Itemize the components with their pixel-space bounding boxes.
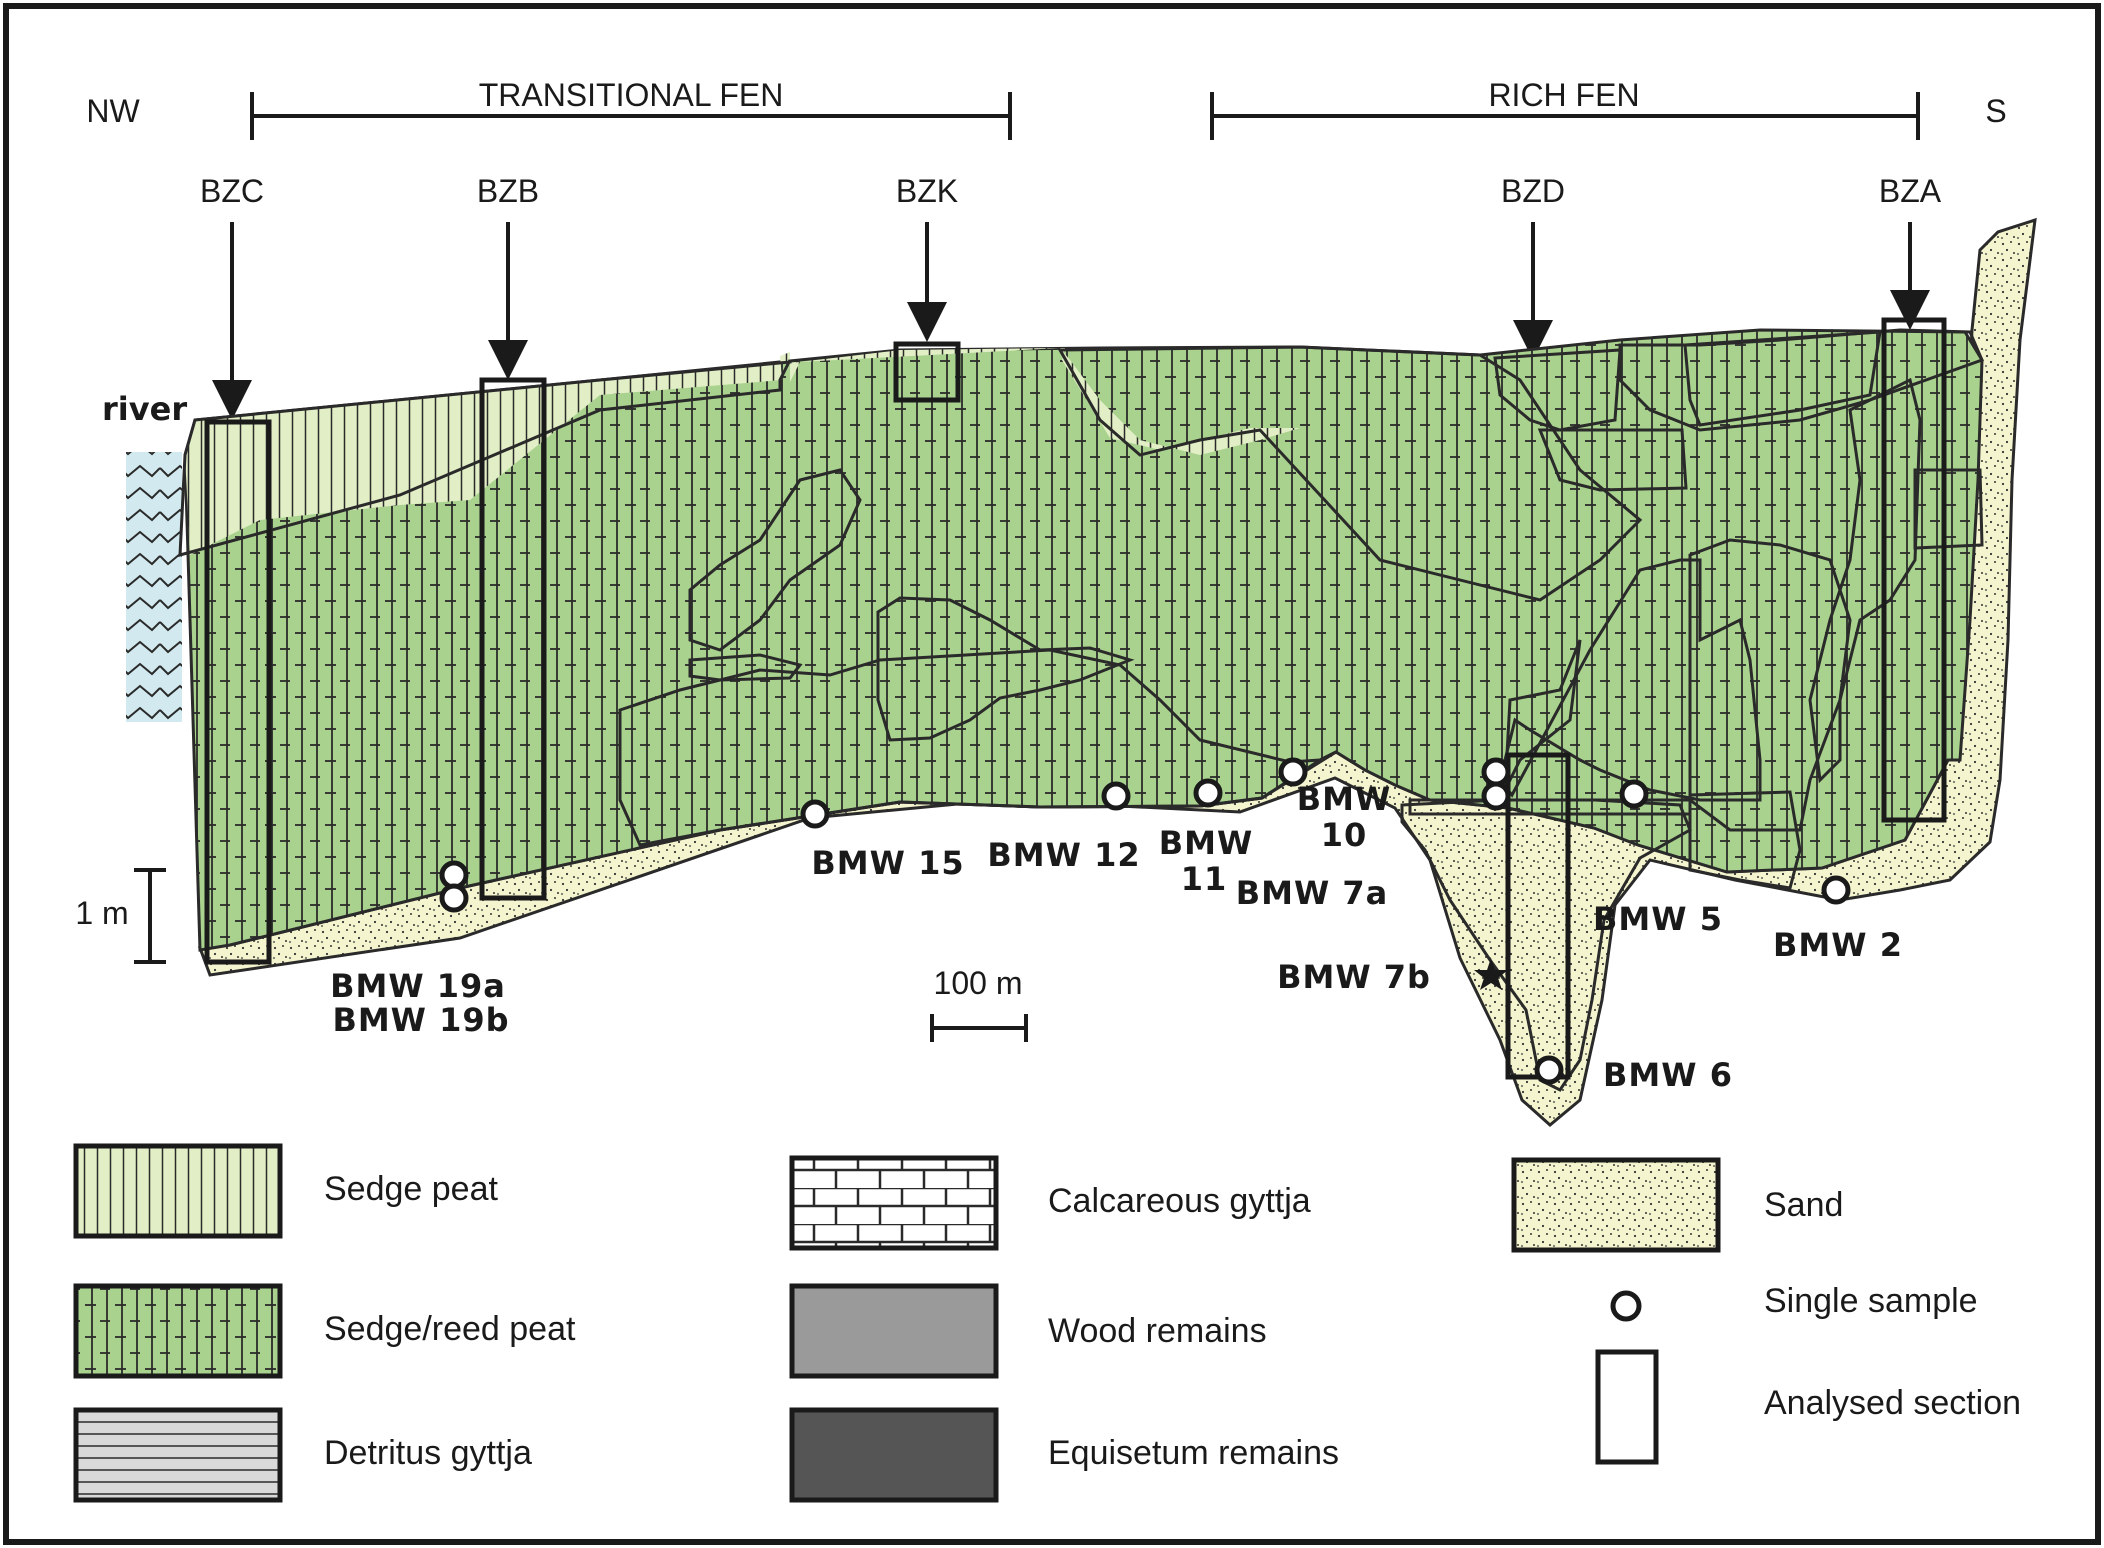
orientation-s: S	[1985, 93, 2006, 129]
river-water	[126, 452, 182, 722]
zone-rich-fen: RICH FEN	[1210, 77, 1920, 140]
sample-label-bmw10-line1: BMW	[1297, 780, 1392, 818]
detritus-gyttja-lens-large	[876, 596, 1135, 742]
core-bzb: BZB	[477, 173, 539, 380]
sample-marker-bmw10	[1278, 757, 1308, 787]
legend-swatch-sedge-reed-peat	[73, 1283, 283, 1379]
legend-label-sedge-reed-peat: Sedge/reed peat	[324, 1310, 576, 1348]
analysed-section-bzc	[204, 419, 272, 965]
legend: Sedge peat Sedge/reed peat Detritus gytt…	[73, 1143, 2021, 1503]
core-label-bzb: BZB	[477, 173, 539, 209]
core-label-bzc: BZC	[200, 173, 264, 209]
sample-marker-bmw15	[800, 799, 830, 829]
legend-label-wood-remains: Wood remains	[1048, 1312, 1267, 1350]
sample-marker-bmw11	[1193, 778, 1223, 808]
sample-label-bmw19b: BMW 19b	[332, 1001, 509, 1039]
detritus-gyttja-band-basin	[1408, 798, 1692, 816]
sample-label-bmw7b: BMW 7b	[1277, 958, 1431, 996]
legend-swatch-detritus-gyttja	[73, 1407, 283, 1503]
core-bzc: BZC	[200, 173, 264, 420]
sample-marker-bmw7b	[1481, 781, 1511, 811]
core-bza: BZA	[1879, 173, 1942, 330]
sedge-peat-lens-upper	[688, 468, 862, 652]
wood-remains-grid-block	[1537, 428, 1688, 492]
sample-marker-bmw2	[1821, 875, 1851, 905]
sample-label-bmw15: BMW 15	[811, 844, 964, 882]
legend-swatch-analysed-section	[1595, 1349, 1659, 1465]
legend-label-equisetum-remains: Equisetum remains	[1048, 1434, 1339, 1472]
sample-markers	[439, 757, 1851, 1085]
cross-section	[178, 217, 2037, 1127]
calcareous-gyttja-basin	[1400, 798, 1692, 1092]
sample-labels: BMW 19a BMW 19b BMW 15 BMW 12 BMW 11 BMW…	[330, 780, 1903, 1094]
sample-label-bmw2: BMW 2	[1773, 926, 1903, 964]
analysed-section-bzk	[893, 341, 961, 403]
core-label-bza: BZA	[1879, 173, 1942, 209]
detritus-gyttja-lens-small	[688, 653, 803, 682]
sample-label-bmw12: BMW 12	[987, 836, 1140, 874]
legend-label-sedge-peat: Sedge peat	[324, 1170, 498, 1208]
legend-label-calcareous-gyttja: Calcareous gyttja	[1048, 1182, 1311, 1220]
legend-label-analysed-section: Analysed section	[1764, 1384, 2021, 1422]
sample-label-bmw7a: BMW 7a	[1236, 874, 1389, 912]
wood-remains-column-2	[1688, 538, 1852, 832]
core-label-bzk: BZK	[896, 173, 958, 209]
sample-marker-bmw19b	[439, 883, 469, 913]
horizontal-scale-label: 100 m	[934, 965, 1023, 1001]
vertical-scale-bar: 1 m	[75, 868, 166, 964]
legend-swatch-sand	[1511, 1157, 1721, 1253]
core-label-bzd: BZD	[1501, 173, 1565, 209]
sedge-peat-top-band-left	[178, 359, 792, 557]
sample-marker-bmw19a	[439, 860, 469, 890]
legend-label-sand: Sand	[1764, 1186, 1843, 1224]
legend-swatch-wood-remains	[789, 1283, 999, 1379]
core-bzk: BZK	[896, 173, 958, 342]
orientation-nw: NW	[86, 93, 140, 129]
legend-swatch-sedge-peat	[73, 1143, 283, 1239]
sample-label-bmw10-line2: 10	[1321, 816, 1368, 854]
vertical-scale-label: 1 m	[75, 895, 128, 931]
star-icon	[1474, 958, 1508, 990]
wood-remains-column-1	[1498, 558, 1762, 802]
core-bzd: BZD	[1501, 173, 1565, 360]
sample-marker-bmw12	[1101, 781, 1131, 811]
sample-label-bmw11-line2: 11	[1181, 860, 1228, 898]
sample-marker-bmw5	[1619, 779, 1649, 809]
analysed-section-bzb	[479, 377, 547, 901]
horizontal-scale-bar: 100 m	[930, 965, 1028, 1042]
legend-swatch-equisetum-remains	[789, 1407, 999, 1503]
zone-label-rich: RICH FEN	[1488, 77, 1639, 113]
sample-label-bmw6: BMW 6	[1603, 1056, 1733, 1094]
sample-label-bmw19a: BMW 19a	[330, 967, 506, 1005]
sedge-peat-top-left-fill	[185, 348, 1300, 555]
sedge-peat-top-band-mid	[1057, 345, 1643, 602]
legend-swatch-single-sample	[1610, 1290, 1642, 1322]
sedge-peat-lens-lower	[618, 648, 1337, 847]
wood-remains-column-3	[1808, 377, 1922, 784]
sample-marker-bmw6	[1534, 1055, 1564, 1085]
analysed-sections	[204, 317, 1947, 1080]
legend-label-single-sample: Single sample	[1764, 1282, 1978, 1320]
river-label: river	[102, 390, 187, 428]
sample-label-bmw11-line1: BMW	[1159, 824, 1254, 862]
sample-marker-bmw7a	[1481, 757, 1511, 787]
wood-remains-top-right	[1683, 330, 1882, 427]
legend-swatch-calcareous-gyttja	[789, 1155, 999, 1251]
analysed-section-bza	[1881, 317, 1947, 823]
sample-label-bmw5: BMW 5	[1593, 900, 1723, 938]
equisetum-remains-lower	[1688, 790, 1802, 890]
zone-transitional-fen: TRANSITIONAL FEN	[250, 77, 1012, 140]
legend-label-detritus-gyttja: Detritus gyttja	[324, 1434, 532, 1472]
zone-label-transitional: TRANSITIONAL FEN	[479, 77, 784, 113]
